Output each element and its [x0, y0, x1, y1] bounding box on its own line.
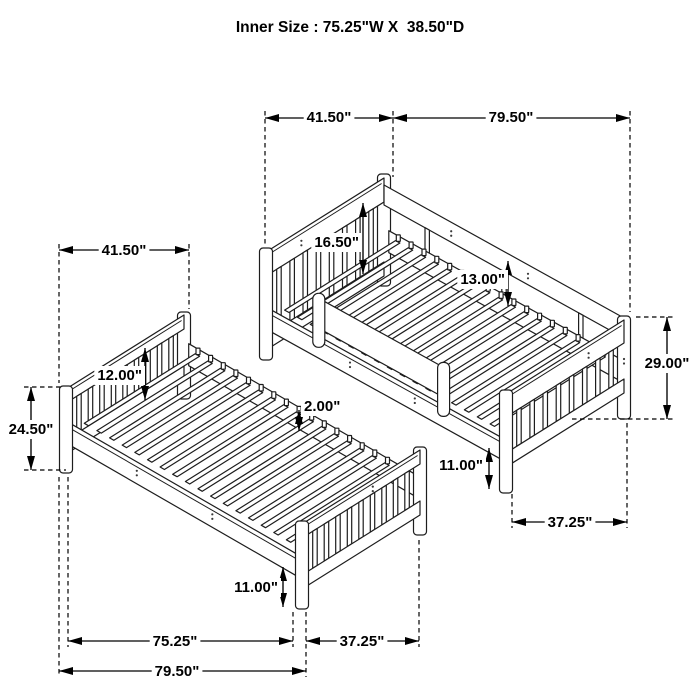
dim-label-lower-footboard-depth: 37.25" [340, 633, 385, 650]
dim-label-upper-footboard-depth: 37.25" [548, 514, 593, 531]
dimension-lines [24, 111, 674, 677]
dim-label-lower-inner-length: 75.25" [153, 633, 198, 650]
dim-label-upper-footboard-height: 29.00" [645, 355, 690, 372]
lower-bed-drawing [58, 311, 428, 610]
dim-label-upper-headboard-width: 41.50" [307, 109, 352, 126]
dim-label-upper-overall-length: 79.50" [489, 109, 534, 126]
dim-label-upper-headboard-panel-height: 16.50" [314, 234, 359, 251]
dim-label-upper-guard-rail-height: 13.00" [460, 271, 505, 288]
dim-label-lower-slat-thickness: 2.00" [304, 398, 340, 415]
dim-label-lower-headboard-panel-height: 12.00" [97, 367, 142, 384]
dim-label-upper-floor-to-rail: 11.00" [439, 457, 483, 474]
dim-label-lower-overall-length: 79.50" [155, 663, 200, 680]
dim-label-lower-headboard-width: 41.50" [102, 242, 147, 259]
dim-label-lower-floor-to-rail: 11.00" [234, 579, 278, 596]
inner-size-title: Inner Size : 75.25"W X 38.50"D [236, 19, 464, 36]
dim-label-lower-headboard-height: 24.50" [9, 421, 54, 438]
